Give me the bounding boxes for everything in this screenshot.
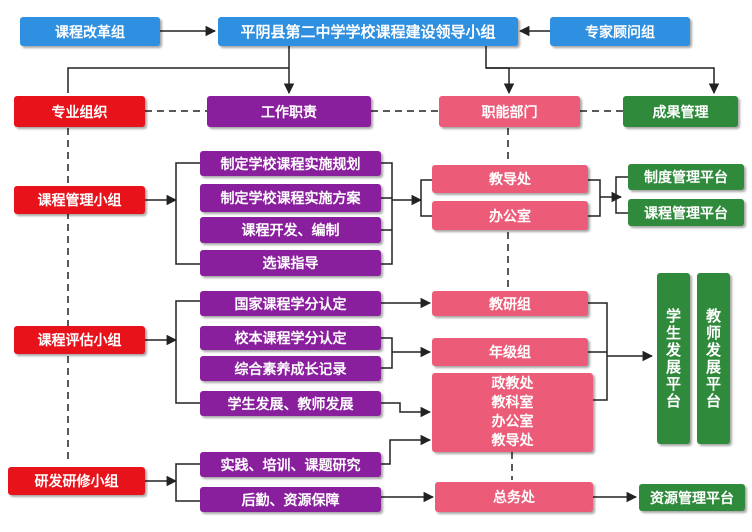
resource-management-platform-box: 资源管理平台 <box>639 484 745 511</box>
course-management-group-box: 课程管理小组 <box>14 186 145 214</box>
student-development-platform-box: 学生发展平台 <box>657 273 690 444</box>
general-office-box: 办公室 <box>432 201 588 230</box>
research-training-group-box: 研发研修小组 <box>8 467 145 495</box>
duty-box: 综合素养成长记录 <box>200 356 381 381</box>
department-label: 政教处 <box>491 375 534 392</box>
grade-group-box: 年级组 <box>432 338 588 366</box>
course-evaluation-group-box: 课程评估小组 <box>14 326 145 354</box>
duty-box: 后勤、资源保障 <box>200 487 381 512</box>
expert-advisory-group-box: 专家顾问组 <box>550 17 690 46</box>
duty-box: 实践、培训、课题研究 <box>200 452 381 477</box>
duty-box: 校本课程学分认定 <box>200 326 381 350</box>
leadership-group-box: 平阴县第二中学学校课程建设领导小组 <box>218 17 518 46</box>
duty-box: 国家课程学分认定 <box>200 291 381 316</box>
result-management-box: 成果管理 <box>623 96 738 127</box>
teaching-research-group-box: 教研组 <box>432 291 588 316</box>
duty-box: 学生发展、教师发展 <box>200 391 381 416</box>
course-reform-group-box: 课程改革组 <box>20 17 160 46</box>
system-management-platform-box: 制度管理平台 <box>628 164 744 190</box>
combined-departments-box: 政教处 教科室 办公室 教导处 <box>432 373 593 452</box>
department-label: 教导处 <box>491 432 534 449</box>
duty-box: 制定学校课程实施规划 <box>200 151 381 176</box>
teaching-office-box: 教导处 <box>432 165 588 193</box>
general-affairs-box: 总务处 <box>435 482 593 512</box>
department-label: 教科室 <box>491 394 534 411</box>
department-label: 办公室 <box>491 413 534 430</box>
course-management-platform-box: 课程管理平台 <box>628 199 744 226</box>
teacher-development-platform-box: 教师发展平台 <box>697 273 730 444</box>
duty-box: 制定学校课程实施方案 <box>200 184 381 212</box>
duty-box: 选课指导 <box>200 250 381 276</box>
functional-depts-box: 职能部门 <box>439 96 580 127</box>
duty-box: 课程开发、编制 <box>200 217 381 243</box>
work-duties-box: 工作职责 <box>207 96 371 127</box>
professional-org-box: 专业组织 <box>14 96 145 127</box>
